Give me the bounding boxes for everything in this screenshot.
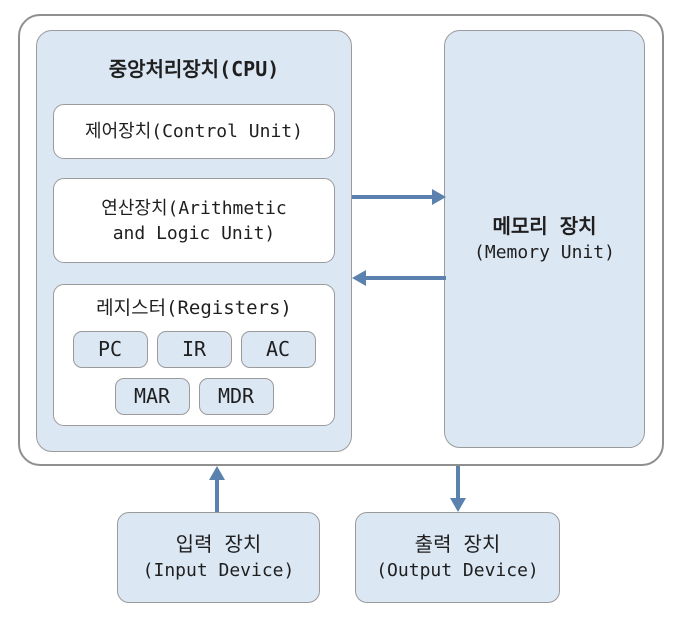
registers-title: 레지스터(Registers) [96, 297, 292, 319]
cpu-box: 중앙처리장치(CPU) 제어장치(Control Unit) 연산장치(Arit… [36, 30, 352, 452]
arrow-shaft [352, 195, 433, 199]
arrow-shaft [365, 276, 446, 280]
cpu-title: 중앙처리장치(CPU) [108, 57, 280, 81]
alu-label-line2: and Logic Unit) [112, 222, 276, 244]
output-device-label-ko: 출력 장치 [414, 532, 501, 556]
register-chip-mar: MAR [114, 378, 190, 415]
memory-to-cpu-arrow [352, 270, 446, 286]
memory-unit-box: 메모리 장치 (Memory Unit) [444, 30, 645, 448]
alu-label-line1: 연산장치(Arithmetic [101, 197, 287, 219]
arrow-head-right-icon [432, 189, 446, 205]
arrow-head-up-icon [209, 466, 225, 480]
system-to-output-arrow [450, 466, 466, 512]
register-chip-pc: PC [72, 331, 148, 368]
output-device-box: 출력 장치 (Output Device) [355, 512, 560, 603]
register-chip-mdr: MDR [198, 378, 274, 415]
register-chip-ir: IR [156, 331, 232, 368]
control-unit-label: 제어장치(Control Unit) [85, 121, 303, 142]
memory-label-ko: 메모리 장치 [492, 213, 597, 238]
alu-box: 연산장치(Arithmetic and Logic Unit) [53, 178, 335, 263]
control-unit-box: 제어장치(Control Unit) [53, 104, 335, 159]
registers-row-1: PC IR AC [72, 331, 316, 368]
output-device-label-en: (Output Device) [376, 560, 539, 581]
arrow-shaft [456, 466, 460, 499]
registers-box: 레지스터(Registers) PC IR AC MAR MDR [53, 284, 335, 426]
memory-label-en: (Memory Unit) [474, 241, 615, 263]
arrow-shaft [215, 479, 219, 512]
input-device-box: 입력 장치 (Input Device) [117, 512, 320, 603]
arrow-head-down-icon [450, 498, 466, 512]
input-device-label-ko: 입력 장치 [175, 532, 262, 556]
arrow-head-left-icon [352, 270, 366, 286]
registers-row-2: MAR MDR [114, 378, 274, 415]
input-device-label-en: (Input Device) [142, 560, 295, 581]
register-chip-ac: AC [240, 331, 316, 368]
input-to-system-arrow [209, 466, 225, 512]
cpu-to-memory-arrow [352, 189, 446, 205]
